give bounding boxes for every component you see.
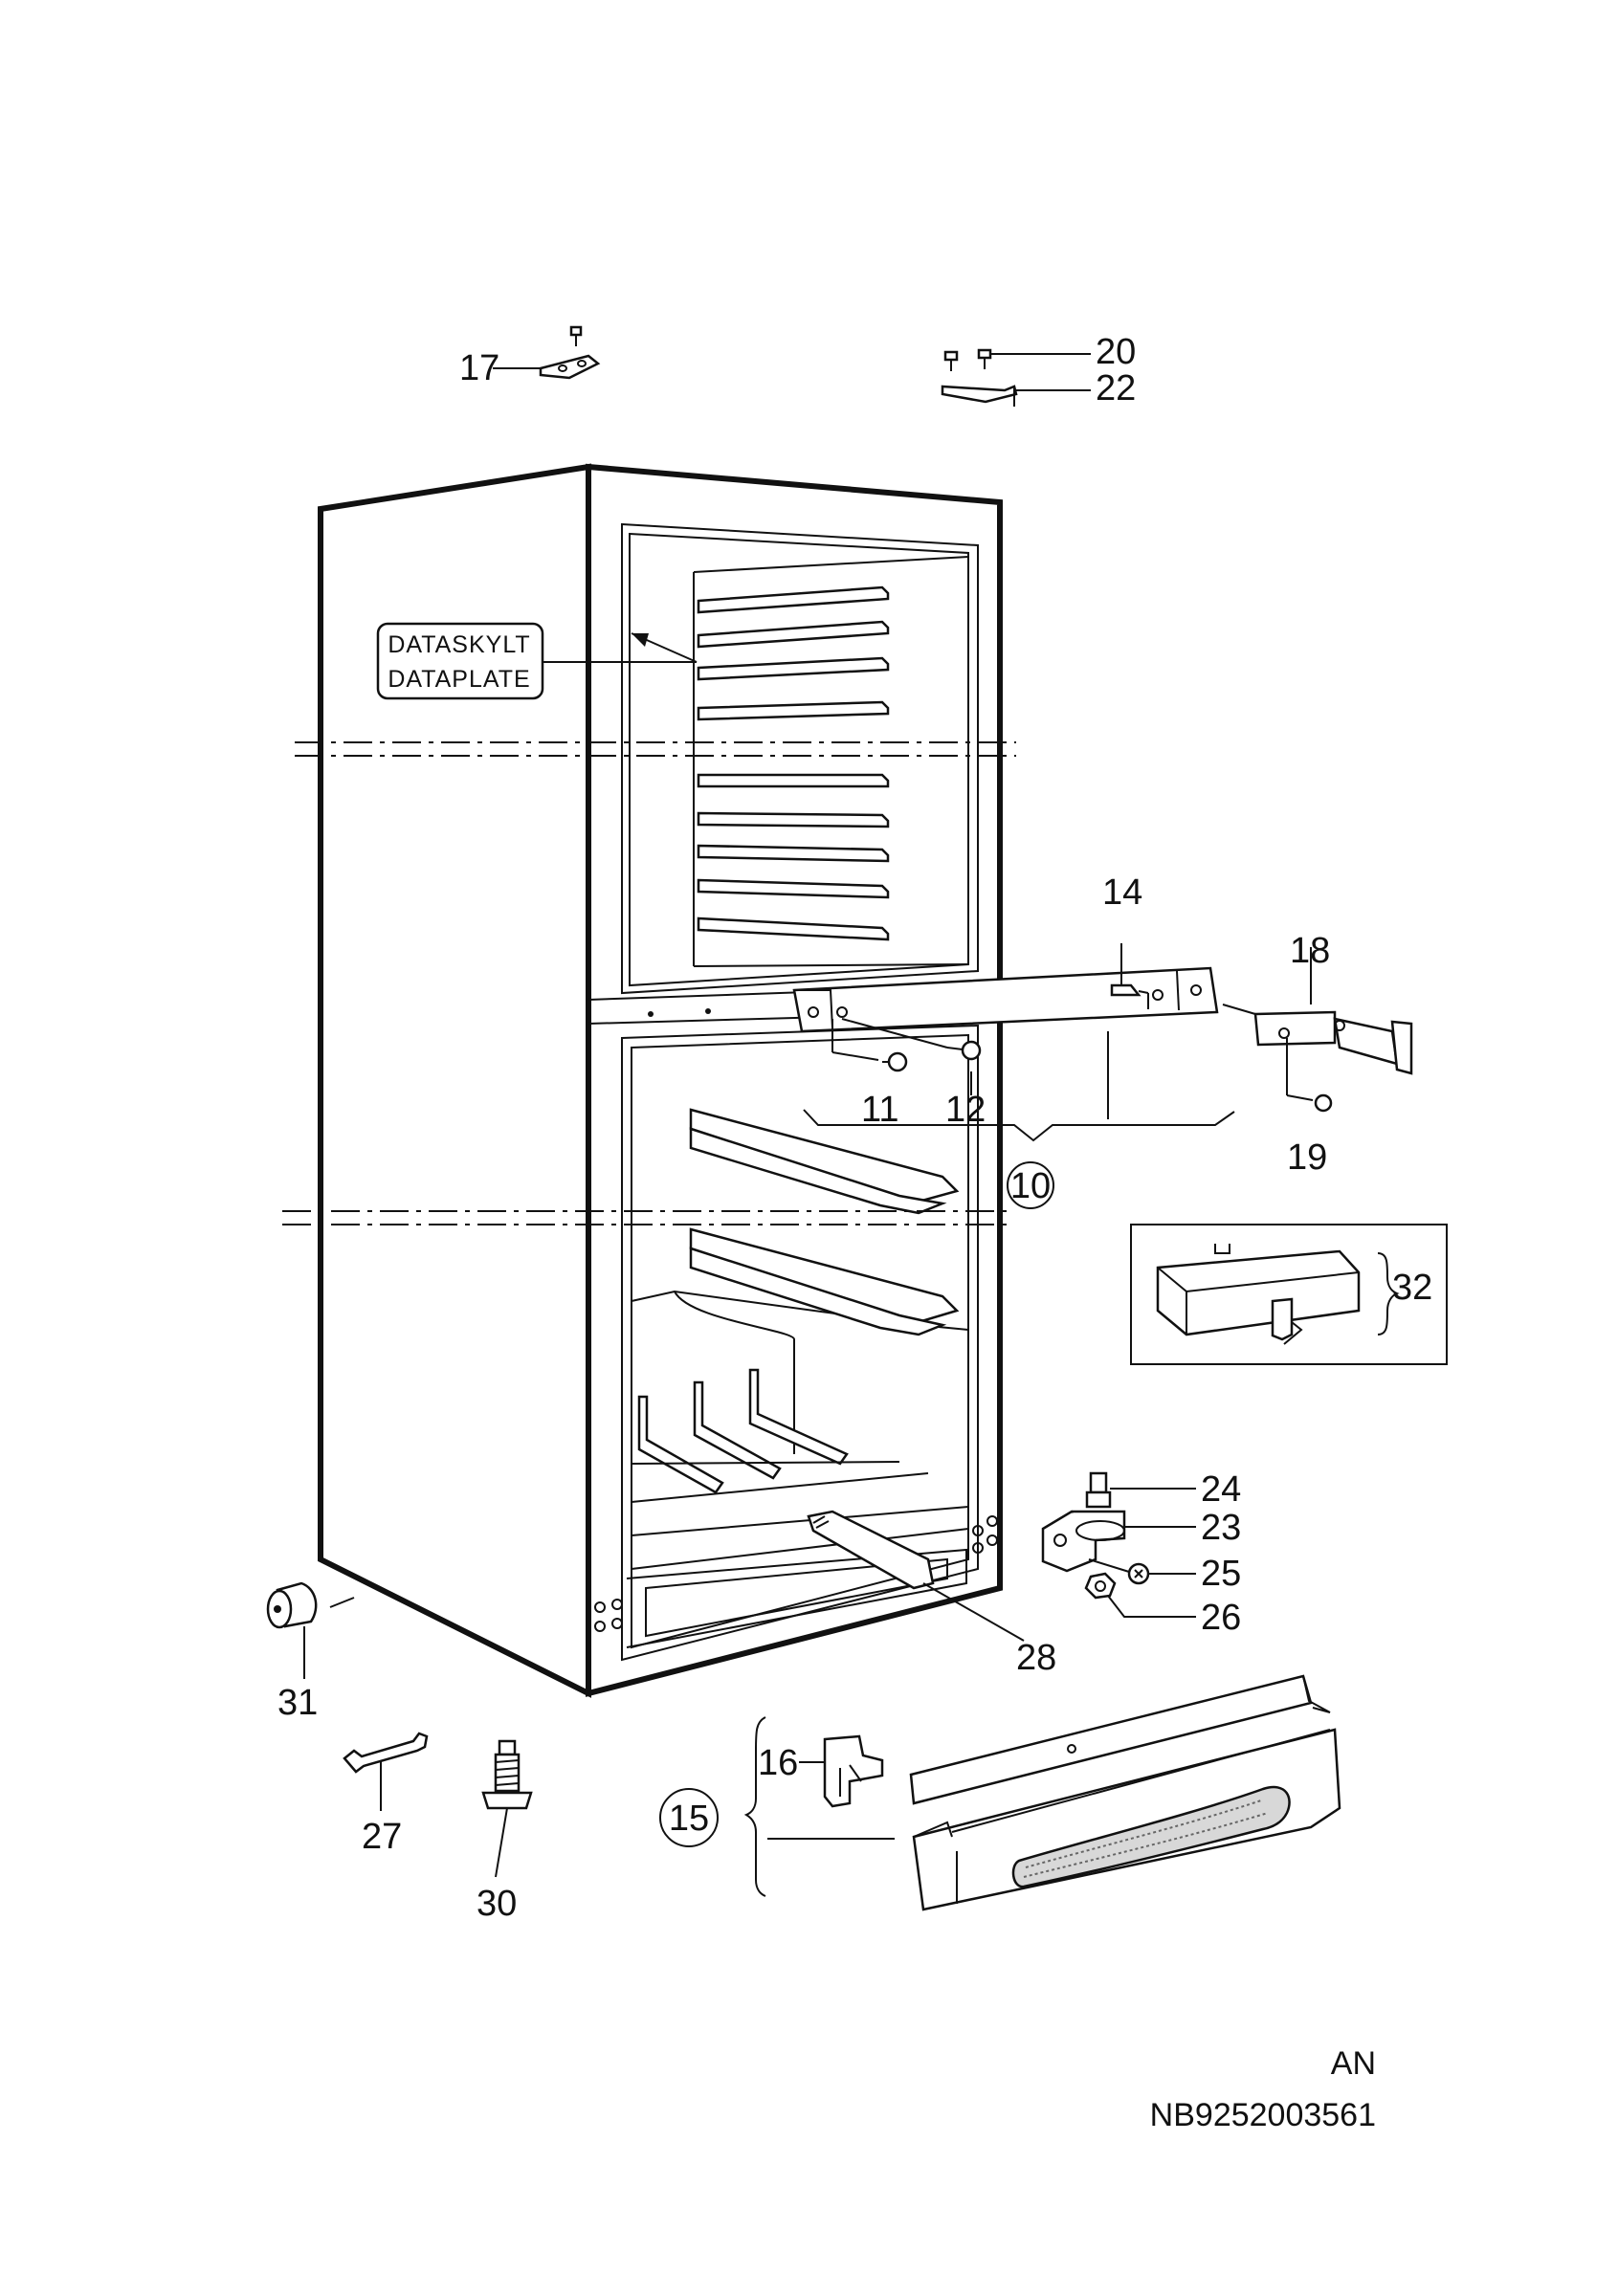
part-20-22-top-hinge [941,348,1091,407]
dataplate-line2: DATAPLATE [388,666,530,693]
callout-22: 22 [1096,368,1136,408]
dataplate-label: DATASKYLT DATAPLATE [376,622,698,700]
callout-17: 17 [459,348,499,388]
callout-19: 19 [1287,1137,1327,1178]
bottle-rack [631,1368,929,1503]
callout-14: 14 [1102,872,1142,913]
cabinet [318,463,1003,1698]
callout-10-circle [1007,1161,1054,1209]
part-10-crossbar [792,966,1235,1142]
callout-24: 24 [1201,1469,1241,1510]
part-27-wrench [343,1732,429,1811]
diagram-suffix: AN [1331,2045,1376,2082]
part-23-hinge [1041,1510,1196,1573]
part-26-nut [1084,1572,1196,1618]
part-32-box [1130,1224,1448,1365]
callout-25: 25 [1201,1554,1241,1594]
part-28-rod [807,1510,1025,1642]
section-lines [282,741,1016,1225]
callout-16: 16 [758,1743,798,1783]
part-14-screw [1110,943,1149,1009]
document-footer: AN NB9252003561 [1150,2045,1376,2133]
part-30-adjustable-foot [481,1739,533,1878]
part-18-bracket [1222,947,1413,1075]
part-12-screw [841,1018,982,1095]
part-19-screw [1286,1038,1333,1113]
callout-labels: 17 20 22 14 18 11 12 19 10 32 24 23 25 2… [277,332,1432,1924]
callout-10: 10 [1010,1166,1051,1206]
callout-11: 11 [861,1090,898,1130]
part-31-knob [266,1581,355,1679]
part-11-screw [831,1019,908,1072]
document-code: NB9252003561 [1150,2097,1376,2133]
callout-20: 20 [1096,332,1136,372]
callout-18: 18 [1290,931,1330,971]
callout-32: 32 [1392,1268,1432,1308]
callout-12: 12 [945,1090,986,1130]
callout-15-circle [659,1788,719,1847]
callout-27: 27 [362,1817,402,1857]
part-25-screw [1088,1558,1196,1585]
upper-shelf-rails [697,585,890,941]
part-17-hinge-plate [493,325,601,380]
callout-23: 23 [1201,1508,1241,1548]
part-24-pin [1085,1471,1196,1509]
part-15-plinth-assembly [743,1674,1341,1911]
dataplate-line1: DATASKYLT [388,631,530,658]
part-16-clip [799,1734,884,1808]
callout-15: 15 [669,1799,709,1839]
callout-26: 26 [1201,1598,1241,1638]
callout-30: 30 [477,1884,517,1924]
lower-shelf-guides [689,1108,960,1336]
callout-28: 28 [1016,1638,1056,1678]
callout-31: 31 [277,1683,318,1723]
